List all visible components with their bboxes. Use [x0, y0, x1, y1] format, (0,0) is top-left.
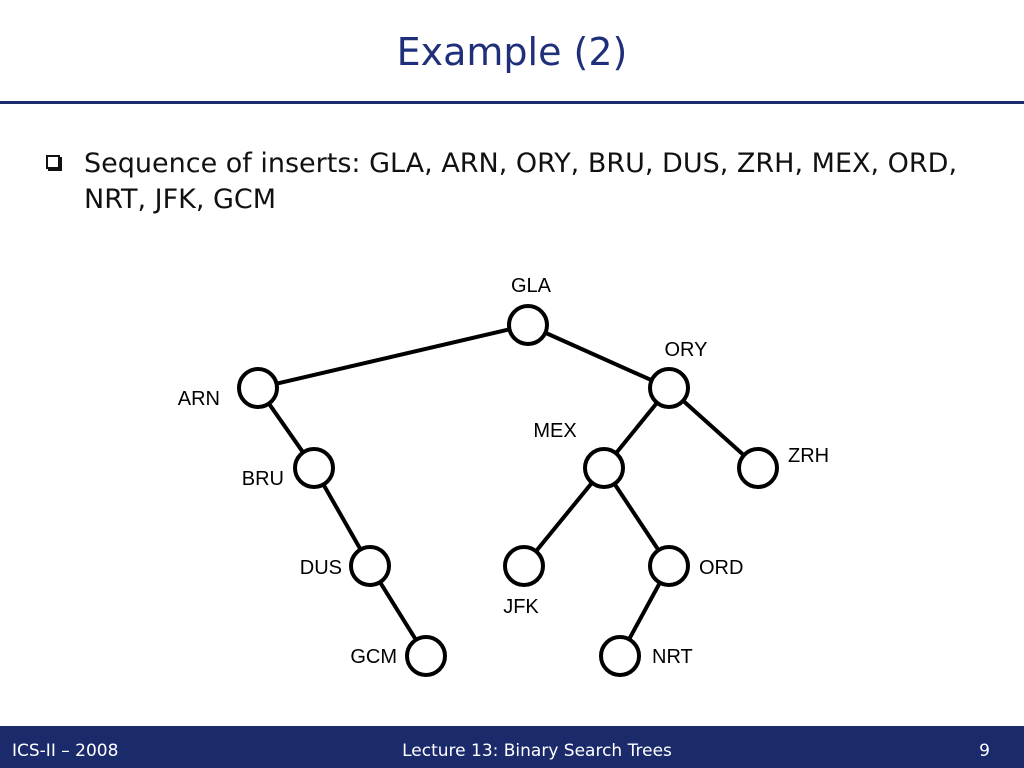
- node-label-ord: ORD: [699, 557, 743, 579]
- node-label-bru: BRU: [242, 468, 284, 490]
- node-jfk: [503, 545, 545, 587]
- bullet-item: Sequence of inserts: GLA, ARN, ORY, BRU,…: [46, 146, 986, 218]
- node-label-mex: MEX: [533, 420, 576, 442]
- edge-dus-gcm: [378, 581, 418, 641]
- tree-nodes: [237, 304, 779, 677]
- node-bru: [293, 447, 335, 489]
- node-label-zrh: ZRH: [788, 445, 829, 467]
- edge-mex-jfk: [534, 481, 594, 553]
- node-zrh: [737, 447, 779, 489]
- node-label-gla: GLA: [511, 275, 552, 297]
- title-divider: [0, 101, 1024, 104]
- binary-search-tree-diagram: GLA ARN ORY BRU DUS GCM MEX ZRH JFK ORD NRT: [178, 275, 829, 677]
- edge-ord-nrt: [627, 581, 662, 641]
- node-label-arn: ARN: [178, 388, 220, 410]
- node-arn: [237, 367, 279, 409]
- edge-gla-arn: [276, 327, 510, 386]
- node-ord: [648, 545, 690, 587]
- tree-labels: GLA ARN ORY BRU DUS GCM MEX ZRH JFK ORD NRT: [178, 275, 829, 668]
- insert-sequence-text: Sequence of inserts: GLA, ARN, ORY, BRU,…: [84, 148, 958, 215]
- hollow-square-bullet-icon: [46, 155, 60, 169]
- node-label-dus: DUS: [300, 557, 342, 579]
- node-mex: [583, 447, 625, 489]
- node-label-gcm: GCM: [350, 646, 397, 668]
- footer-bar: ICS-II – 2008 Lecture 13: Binary Search …: [0, 726, 1024, 768]
- node-label-nrt: NRT: [652, 646, 693, 668]
- node-nrt: [599, 635, 641, 677]
- tree-edges: [267, 327, 746, 641]
- edge-ory-mex: [614, 401, 659, 455]
- footer-course: ICS-II – 2008: [12, 741, 119, 761]
- edge-ory-zrh: [681, 399, 746, 457]
- slide-title: Example (2): [396, 30, 628, 74]
- edge-bru-dus: [321, 483, 363, 551]
- edge-arn-bru: [267, 402, 305, 454]
- node-dus: [349, 545, 391, 587]
- edge-mex-ord: [612, 482, 661, 552]
- node-label-ory: ORY: [665, 339, 708, 361]
- node-gcm: [405, 635, 447, 677]
- node-ory: [648, 367, 690, 409]
- footer-lecture-title: Lecture 13: Binary Search Trees: [402, 741, 672, 761]
- node-gla: [507, 304, 549, 346]
- footer-page-number: 9: [979, 741, 990, 761]
- node-label-jfk: JFK: [503, 596, 539, 618]
- edge-gla-ory: [544, 330, 653, 383]
